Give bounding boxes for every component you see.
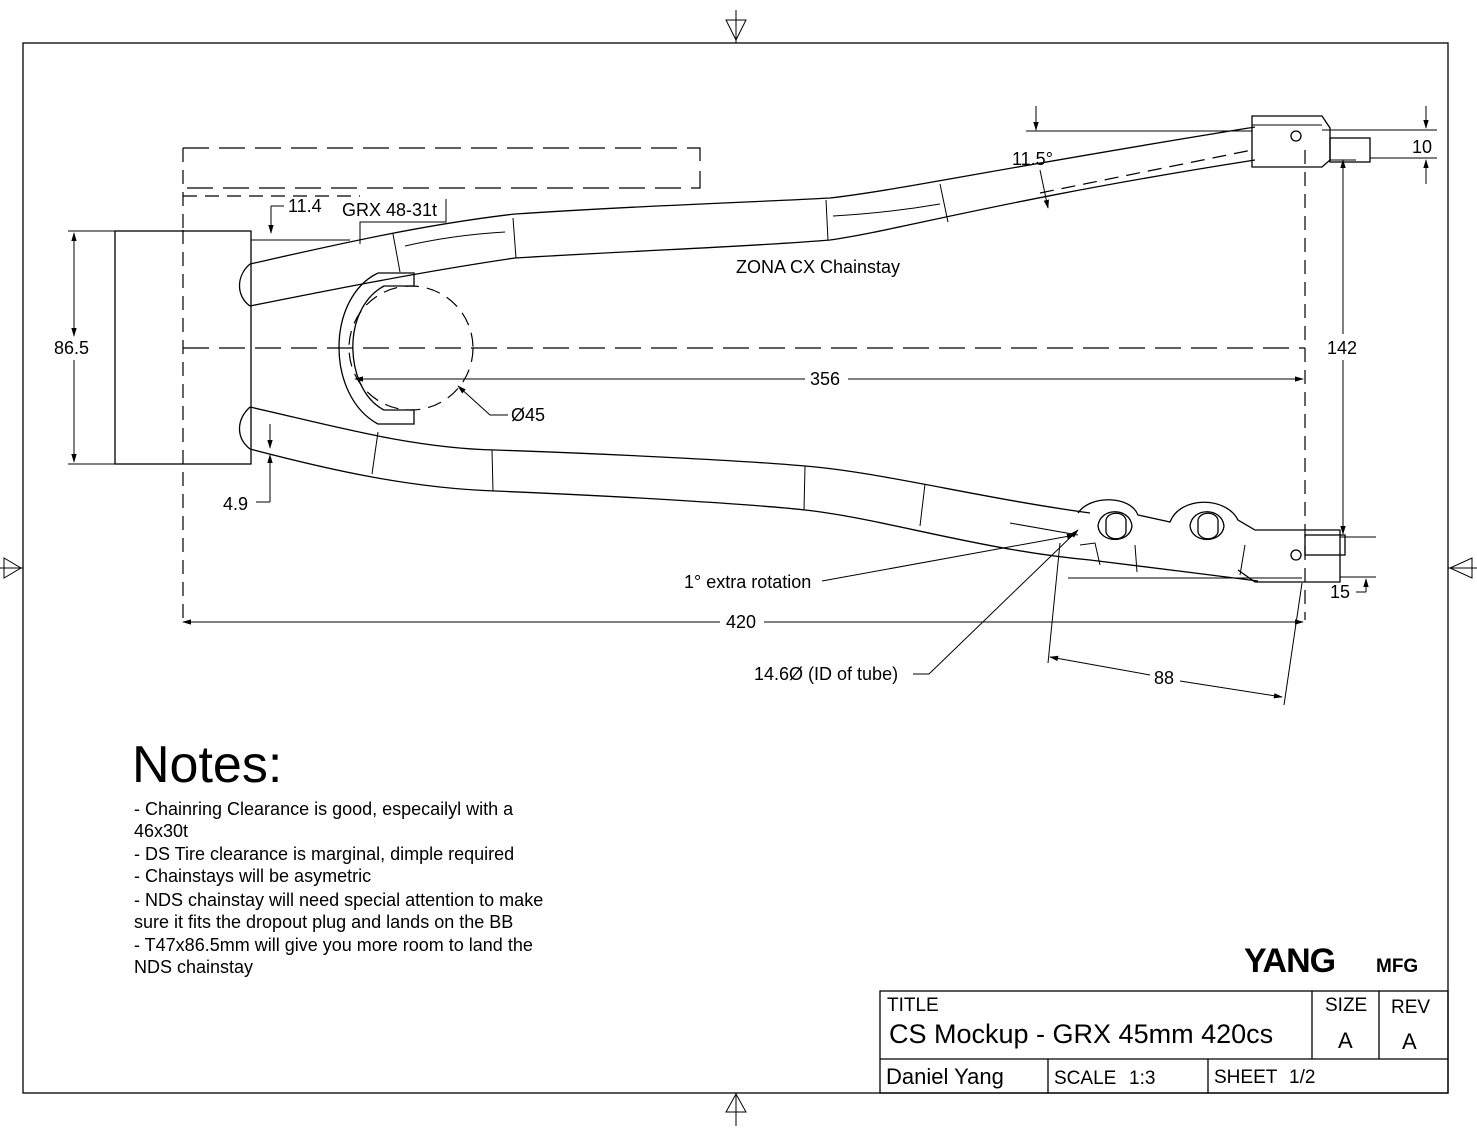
notes-line: - DS Tire clearance is marginal, dimple … [134,844,514,864]
dim-ring-diameter: Ø45 [511,405,545,425]
title-block: TITLE CS Mockup - GRX 45mm 420cs SIZE A … [879,990,1449,1094]
dim-bb-width: 86.5 [54,338,89,358]
notes-heading: Notes: [132,736,282,794]
rev-value: A [1402,1029,1417,1054]
dim-length-88: 88 [1154,668,1174,688]
dim-length-356: 356 [810,369,840,389]
dim-dropout-spacing: 142 [1327,338,1357,358]
part-label: ZONA CX Chainstay [736,257,900,277]
notes-line: - Chainstays will be asymetric [134,866,371,886]
notes-line: - T47x86.5mm will give you more room to … [134,935,533,955]
notes-line: sure it fits the dropout plug and lands … [134,912,513,932]
notes-line: 46x30t [134,821,188,841]
size-label: SIZE [1325,995,1367,1016]
chainring-clearance [338,272,474,425]
dimension-lines [68,106,1437,706]
dim-offset-bottom: 4.9 [223,494,248,514]
title-label: TITLE [887,995,939,1016]
scale-value: 1:3 [1129,1068,1155,1089]
company-logo: YANG MFG [1244,942,1418,980]
size-value: A [1338,1028,1353,1053]
rev-label: REV [1391,997,1430,1018]
notes-line: - NDS chainstay will need special attent… [134,890,543,910]
dim-offset-top: 11.4 [288,196,322,216]
scale-label: SCALE [1054,1068,1116,1089]
bottom-bracket-shell [114,230,252,620]
sheet-value: 1/2 [1289,1067,1315,1088]
author: Daniel Yang [886,1064,1004,1089]
dim-15: 15 [1330,582,1350,602]
chainstay-upper [238,115,1371,307]
chainstay-lower [238,406,1346,583]
logo-main: YANG [1244,942,1335,980]
callout-tube-id: 14.6Ø (ID of tube) [754,664,898,684]
sheet-label: SHEET [1214,1067,1278,1088]
logo-sub: MFG [1376,956,1418,977]
dim-length-420: 420 [726,612,756,632]
dimension-labels: 11.4 GRX 48-31t ZONA CX Chainstay 86.5 3… [54,137,1432,688]
gear-label: GRX 48-31t [342,200,437,220]
centering-marks [0,10,1477,1126]
callout-rotation: 1° extra rotation [684,572,811,592]
notes-line: - Chainring Clearance is good, especaily… [134,799,514,819]
chainring-envelope [182,147,701,230]
notes-line: NDS chainstay [134,957,253,977]
dim-angle: 11.5° [1012,149,1053,169]
drawing-title: CS Mockup - GRX 45mm 420cs [889,1019,1273,1049]
notes: Notes: - Chainring Clearance is good, es… [132,736,543,977]
dim-10: 10 [1412,137,1432,157]
